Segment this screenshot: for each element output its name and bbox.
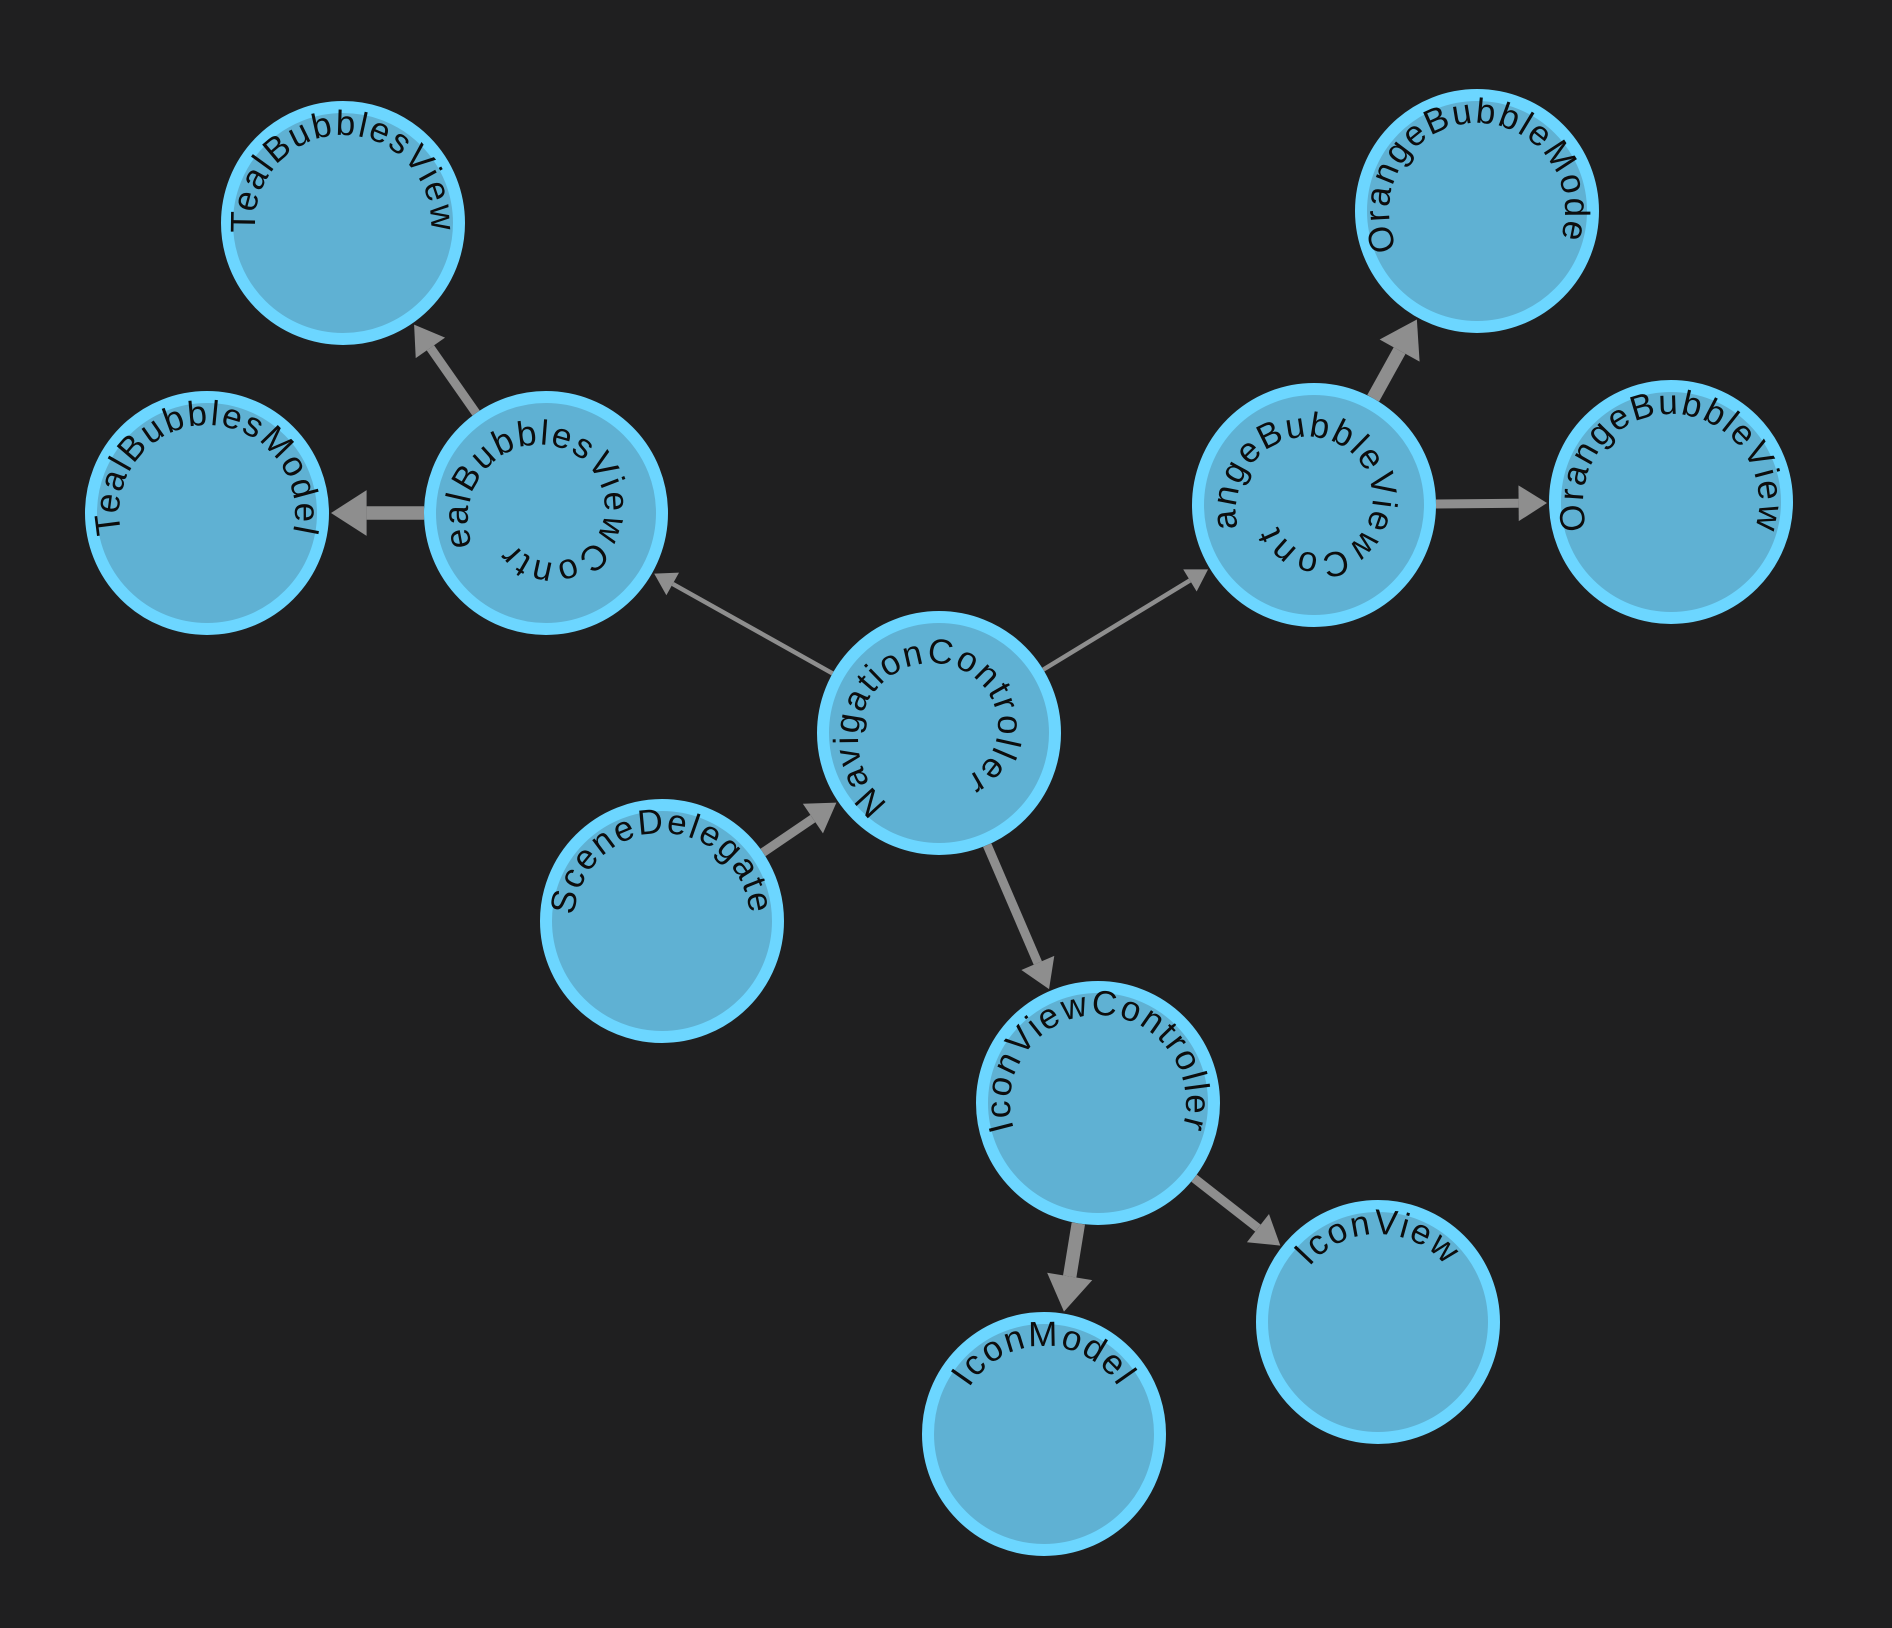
node-circle[interactable] [1549,380,1793,624]
edge-arrowhead [802,802,837,834]
edge-arrowhead [1047,1272,1093,1312]
edge-line [426,345,480,416]
node-icon-model[interactable]: IconModel [922,1312,1166,1556]
edge-line [1191,1174,1261,1232]
edge-orange-controller-to-orange-model [1367,319,1420,402]
node-teal-model[interactable]: TealBubblesModel [85,391,329,635]
edge-arrowhead [1183,569,1209,592]
edge-icon-controller-to-icon-view [1191,1174,1281,1246]
edge-arrowhead [654,572,680,596]
node-circle[interactable] [922,1312,1166,1556]
node-scene[interactable]: SceneDelegate [540,799,784,1043]
edge-arrowhead [331,490,367,536]
node-circle[interactable] [1355,89,1599,333]
edge-line [1367,347,1406,402]
edge-teal-controller-to-teal-view [414,324,480,416]
edge-line [760,814,816,857]
node-circle[interactable] [424,391,668,635]
node-teal-view[interactable]: TealBubblesView [221,101,465,345]
edge-scene-to-navigation [760,802,837,857]
edge-navigation-to-icon-controller [983,843,1055,990]
node-icon-controller[interactable]: IconViewController [976,981,1220,1225]
edge-line [1435,498,1519,509]
node-circle[interactable] [540,799,784,1043]
edges-layer [331,319,1548,1312]
node-circle[interactable] [817,611,1061,855]
edge-teal-controller-to-teal-model [331,490,424,536]
node-icon-view[interactable]: IconView [1256,1200,1500,1444]
edge-orange-controller-to-orange-view [1435,485,1548,522]
edge-navigation-to-orange-controller [1042,569,1209,672]
node-navigation[interactable]: NavigationController [817,611,1061,855]
node-circle[interactable] [1192,383,1436,627]
node-circle[interactable] [221,101,465,345]
edge-navigation-to-teal-controller [654,572,834,676]
node-circle[interactable] [1256,1200,1500,1444]
edge-line [671,581,834,676]
edge-arrowhead [414,324,446,359]
node-circle[interactable] [976,981,1220,1225]
node-orange-view[interactable]: OrangeBubbleView [1549,380,1793,624]
edge-line [983,843,1042,965]
edge-arrowhead [1021,955,1055,990]
edge-arrowhead [1379,319,1420,362]
edge-icon-controller-to-icon-model [1047,1222,1093,1312]
edge-line [1042,578,1192,672]
edge-line [1063,1222,1086,1278]
edge-arrowhead [1246,1214,1281,1246]
edge-arrowhead [1518,485,1548,522]
node-circle[interactable] [85,391,329,635]
